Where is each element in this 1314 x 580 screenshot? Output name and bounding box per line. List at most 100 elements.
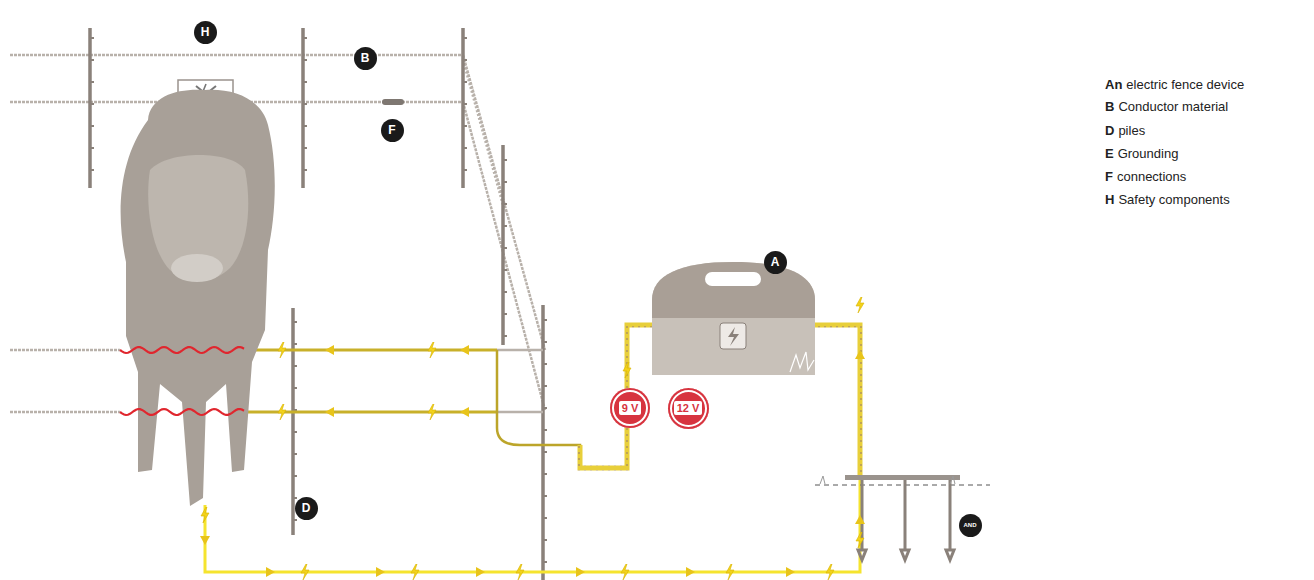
insulator [543,539,547,541]
insulator [463,125,467,127]
current-arrow [266,567,275,577]
current-bolt [856,532,864,548]
insulator [543,451,547,453]
insulator [303,81,307,83]
insulator [543,517,547,519]
key-text: piles [1118,123,1145,139]
key-letter: H [1105,192,1114,208]
wire-connector [382,99,404,105]
current-bolt [516,564,524,580]
current-bolt [856,297,864,313]
key-letter: E [1105,146,1114,162]
ground-rods [815,475,990,560]
callout-letter: F [381,119,404,142]
insulator [90,103,94,105]
insulator [303,147,307,149]
battery-icon: 12 V [668,388,709,429]
insulator [463,169,467,171]
insulator [543,561,547,563]
current-arrow [576,567,585,577]
insulator [503,335,507,337]
current-arrow [786,567,795,577]
insulator [303,169,307,171]
feed-wire [580,325,652,468]
insulator [543,429,547,431]
node-text: A [771,255,780,269]
insulator [90,81,94,83]
current-bolt [621,564,629,580]
key-text: Grounding [1118,146,1179,162]
insulator [90,147,94,149]
insulator [293,475,297,477]
current-bolt [301,564,309,580]
insulator [503,291,507,293]
insulator [543,407,547,409]
current-bolt [411,564,419,580]
callout-letter: H [194,21,217,44]
insulator [503,313,507,315]
key-text: electric fence device [1126,77,1244,93]
ground-wire [815,325,860,478]
insulator [463,81,467,83]
key-text: Safety components [1118,192,1229,208]
insulator [463,147,467,149]
feed-wire [497,325,652,468]
current-arrow [460,407,469,417]
insulator [503,247,507,249]
cow [121,90,275,506]
current-arrow [460,345,469,355]
insulator [293,497,297,499]
insulator [543,473,547,475]
current-arrow [476,567,485,577]
insulator [90,169,94,171]
current-bolt [623,362,631,378]
insulator [543,495,547,497]
insulator [293,343,297,345]
current-bolt [428,404,436,420]
insulator [463,59,467,61]
key-text: Conductor material [1118,99,1228,115]
insulator [503,269,507,271]
key-letter: D [1105,123,1114,139]
insulator [543,341,547,343]
shock-wave [120,409,244,415]
node-text: 12 V [674,401,703,415]
current-arrow [855,515,865,524]
return-path [205,478,860,572]
energizer-device [652,262,815,375]
insulator [463,37,467,39]
key-letter: An [1105,77,1122,93]
shock-wave [120,347,244,353]
current-bolt [428,342,436,358]
node-text: H [201,25,210,39]
insulator [293,387,297,389]
current-arrow [855,350,865,359]
insulator [463,103,467,105]
key-letter: B [1105,99,1114,115]
insulator [90,38,547,562]
insulator [503,159,507,161]
current-bolt [201,507,209,523]
current-bolt [278,342,286,358]
current-arrow [686,567,695,577]
current-arrow [200,345,865,577]
insulator [293,431,297,433]
callout-letter: D [295,497,318,520]
current-bolt [826,564,834,580]
current-arrow [325,407,334,417]
key-text: connections [1117,169,1186,185]
callout-letter: B [354,47,377,70]
insulator [503,203,507,205]
insulator [293,365,297,367]
node-text: B [361,51,370,65]
callout-letter: AND [959,514,982,537]
current-bolt [278,404,286,420]
current-arrow [200,536,210,545]
insulator [503,181,507,183]
insulator [543,319,547,321]
node-text: D [302,501,311,515]
lower-wire [10,350,543,412]
insulator [293,519,297,521]
insulator [543,363,547,365]
insulator [90,125,94,127]
